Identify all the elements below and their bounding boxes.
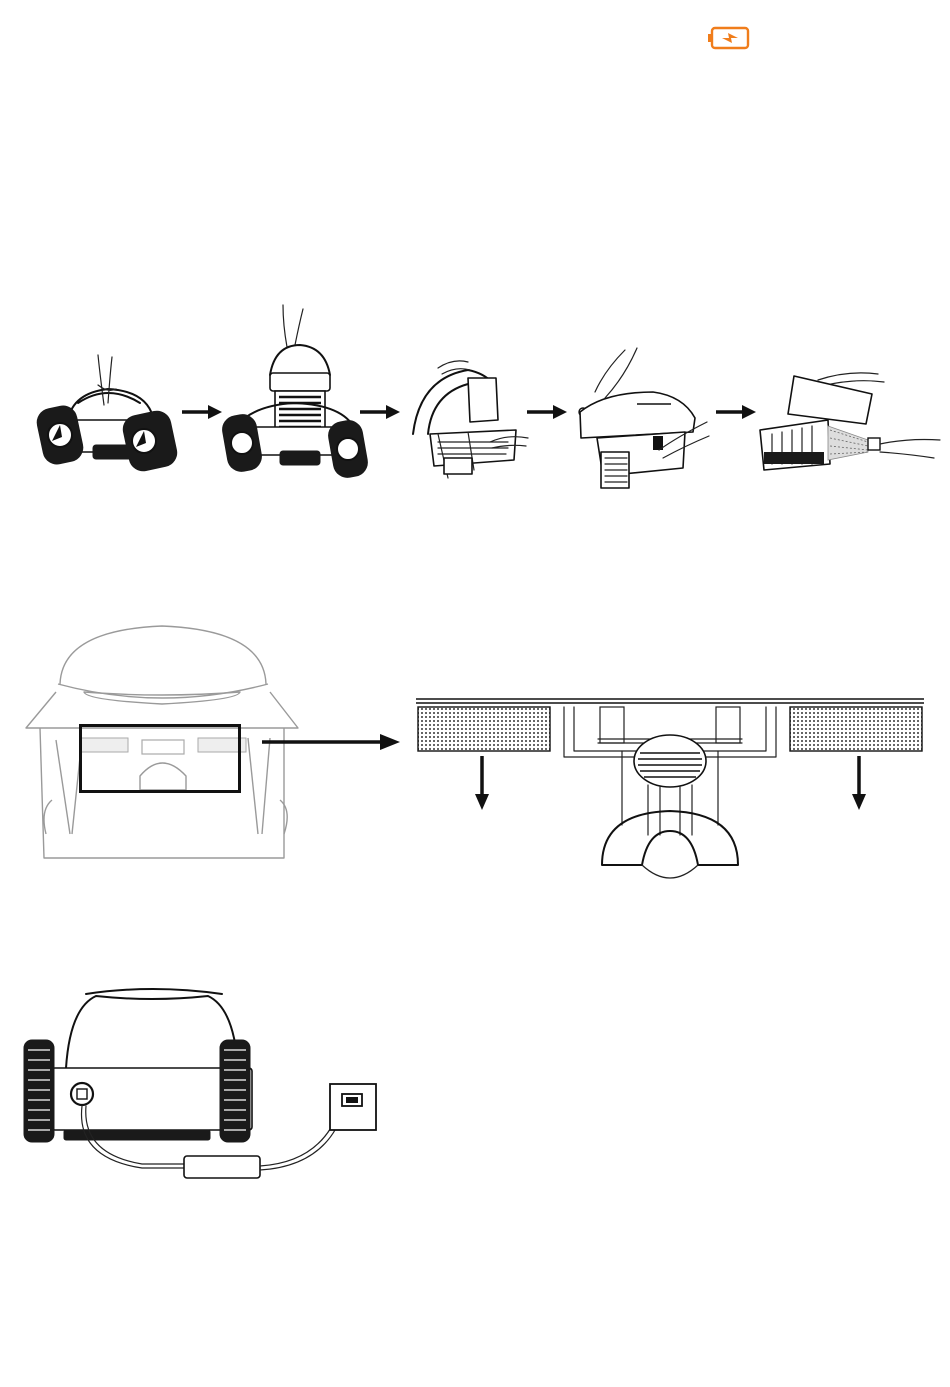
robot-charging-diagram bbox=[22, 988, 382, 1193]
step-arrow-1 bbox=[182, 403, 222, 421]
left-side-filter bbox=[418, 707, 550, 751]
step-5-rinse-filter bbox=[758, 360, 943, 475]
zoom-arrow bbox=[262, 732, 402, 752]
right-side-filter bbox=[790, 707, 922, 751]
step-4-separate-lid bbox=[575, 340, 715, 490]
step-arrow-3 bbox=[527, 403, 567, 421]
power-adapter bbox=[184, 1156, 260, 1178]
step-arrow-4 bbox=[716, 403, 756, 421]
step-3-open-basket bbox=[408, 348, 533, 478]
step-2-remove-filter-basket bbox=[225, 305, 365, 480]
step-1-robot-lift-handle bbox=[38, 345, 178, 475]
wall-socket bbox=[330, 1084, 376, 1130]
step-arrow-2 bbox=[360, 403, 400, 421]
charging-port bbox=[71, 1083, 93, 1105]
battery-charging-icon bbox=[708, 26, 752, 50]
left-filter-removal-arrow bbox=[473, 756, 491, 812]
right-filter-removal-arrow bbox=[850, 756, 868, 812]
zoom-highlight-box bbox=[79, 724, 241, 793]
